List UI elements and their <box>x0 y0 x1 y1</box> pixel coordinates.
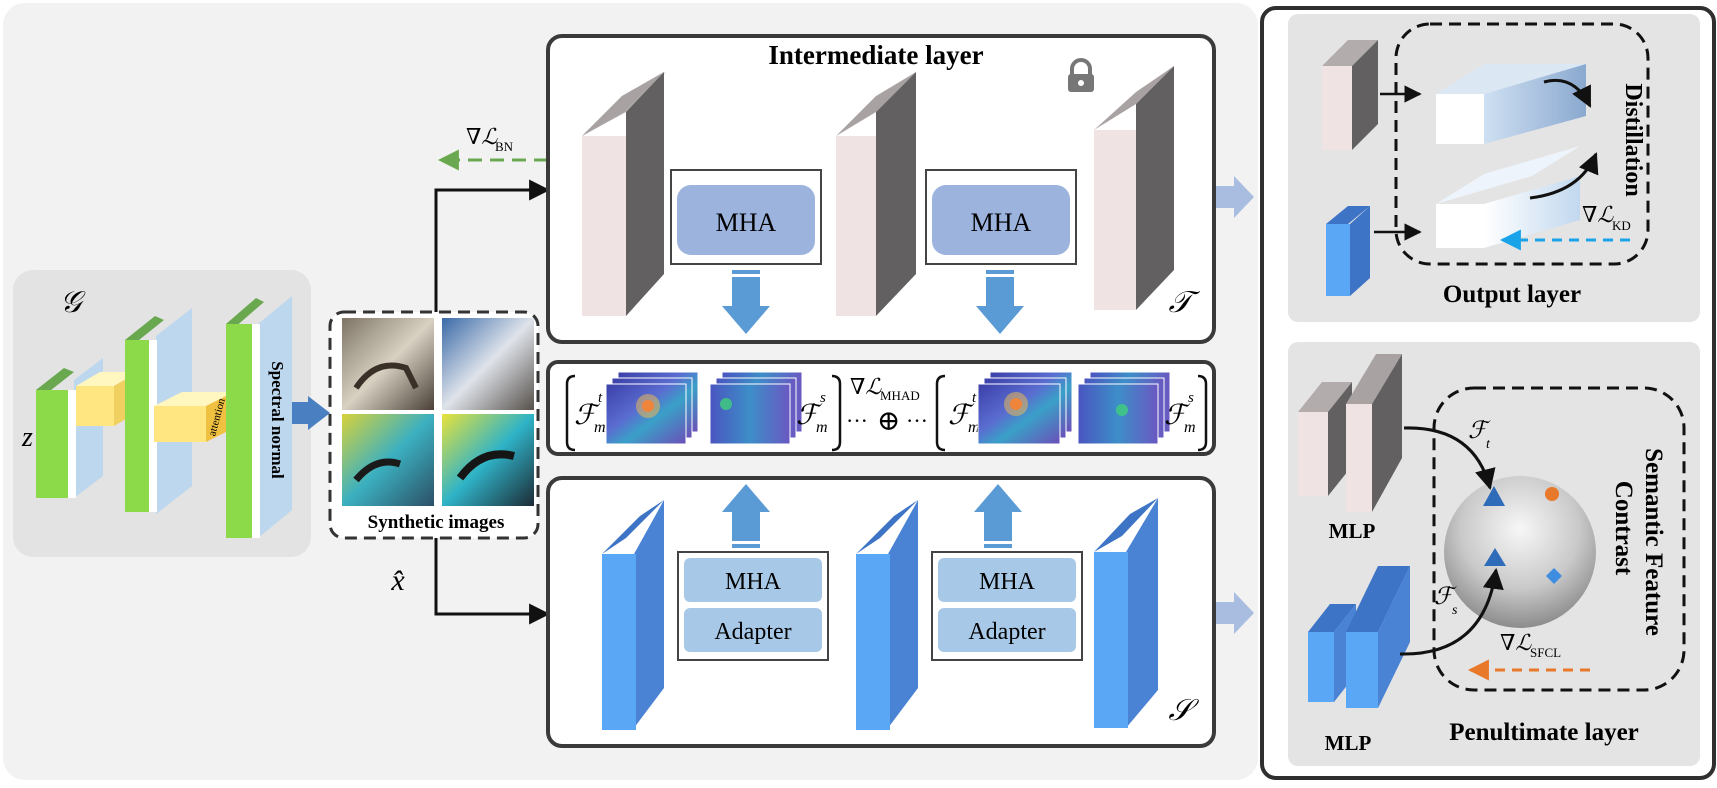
heatmap-stack-1 <box>605 371 699 445</box>
grad-bn-label: ∇ℒ <box>466 124 498 149</box>
lock-icon <box>1068 58 1094 92</box>
grad-sfcl-label: ∇ℒ <box>1500 630 1532 655</box>
feature-tm-2-sub: m <box>968 419 980 436</box>
teacher-mha-1-label: MHA <box>716 208 777 237</box>
heatmap-stack-3 <box>977 371 1073 445</box>
ft-sub: t <box>1486 437 1491 452</box>
teacher-mlp-label: MLP <box>1329 519 1376 543</box>
teacher-block-2 <box>836 72 916 316</box>
feature-sm-2-sup: s <box>1188 390 1194 406</box>
generator-panel: 𝒢 z attention <box>13 270 311 557</box>
teacher-block-3 <box>1094 66 1174 310</box>
grad-bn: ∇ℒ BN <box>437 124 548 171</box>
teacher-down-arrow-2 <box>976 270 1024 334</box>
teacher-feature-marker <box>1483 486 1505 506</box>
sfc-line2: Contrast <box>1610 481 1637 576</box>
teacher-block-1 <box>582 72 666 316</box>
teacher-mha-2: MHA <box>925 169 1077 265</box>
feature-tm-1-sup: t <box>598 390 603 406</box>
fs-symbol: ℱ <box>1434 584 1457 610</box>
teacher-down-arrow-1 <box>722 270 770 334</box>
orange-feature-marker <box>1545 487 1559 501</box>
diamond-feature-marker <box>1546 568 1562 584</box>
heatmap-stack-2 <box>709 371 803 445</box>
student-mlp-label: MLP <box>1325 731 1372 755</box>
grad-sfcl-sub: SFCL <box>1530 645 1561 660</box>
student-block-2 <box>856 500 918 730</box>
student-mha-1-label: MHA <box>725 569 782 595</box>
student-mha-2-label: MHA <box>979 569 1036 595</box>
intermediate-layer-title: Intermediate layer <box>768 40 983 70</box>
teacher-mha-1: MHA <box>670 169 822 265</box>
synthetic-images-label: Synthetic images <box>368 512 505 533</box>
dots-left: ··· <box>846 408 868 433</box>
penultimate-layer-title: Penultimate layer <box>1449 719 1639 746</box>
spectral-normal-label: Spectral normal <box>268 361 287 479</box>
x-hat-label: x̂ <box>390 564 405 597</box>
dots-right: ··· <box>906 408 928 433</box>
feature-sm-1-sup: s <box>820 390 826 406</box>
distillation-label: Distillation <box>1620 83 1646 196</box>
student-mlp-blocks <box>1308 566 1410 708</box>
penultimate-layer-panel: MLP MLP ℱ t ℱ s Semantic Feature <box>1288 342 1700 766</box>
feature-row: ℱ m t ℱ m s ··· ⊕ ··· ∇ℒ MHAD ℱ m t <box>546 360 1216 456</box>
teacher-to-output-arrow <box>1216 176 1254 218</box>
student-block-1 <box>602 500 664 730</box>
student-up-arrow-1 <box>722 484 770 548</box>
output-layer-panel: Distillation ∇ℒ KD Output layer <box>1288 14 1700 322</box>
grad-kd-label: ∇ℒ <box>1582 202 1614 227</box>
grad-mhad-sub: MHAD <box>880 388 920 403</box>
student-mha-adapter-1: MHA Adapter <box>677 551 829 661</box>
oplus-symbol: ⊕ <box>877 406 900 437</box>
feature-sphere <box>1444 476 1596 628</box>
arrow-to-teacher <box>434 179 551 312</box>
student-block-3 <box>1094 498 1158 728</box>
right-panel: Distillation ∇ℒ KD Output layer MLP <box>1260 6 1716 780</box>
grad-mhad-label: ∇ℒ <box>850 374 882 399</box>
output-layer-title: Output layer <box>1443 281 1581 308</box>
student-box: MHA Adapter MHA Adapter 𝒮 <box>546 476 1216 748</box>
fs-sub: s <box>1452 603 1458 618</box>
generator-layer-3: Spectral normal <box>226 296 292 538</box>
heatmap-stack-4 <box>1077 371 1171 445</box>
sfc-line1: Semantic Feature <box>1640 448 1667 636</box>
student-up-arrow-2 <box>974 484 1022 548</box>
student-mha-adapter-2: MHA Adapter <box>931 551 1083 661</box>
synthetic-image-2 <box>442 318 534 410</box>
feature-sm-1-sub: m <box>816 419 828 436</box>
z-label: z <box>21 422 33 453</box>
generator-to-synthetic-arrow <box>292 396 330 430</box>
student-adapter-2-label: Adapter <box>968 619 1045 645</box>
student-feature-marker <box>1484 548 1506 566</box>
teacher-box: Intermediate layer <box>546 34 1216 344</box>
arrow-to-student <box>434 538 551 625</box>
feature-tm-2-sup: t <box>972 390 977 406</box>
student-adapter-1-label: Adapter <box>714 619 791 645</box>
teacher-mlp-blocks <box>1298 354 1402 512</box>
grad-kd-sub: KD <box>1612 218 1631 233</box>
feature-tm-1-sub: m <box>594 419 606 436</box>
synthetic-images-box: Synthetic images <box>328 310 540 540</box>
ft-symbol: ℱ <box>1468 418 1491 444</box>
output-beam-teacher <box>1436 64 1586 144</box>
grad-bn-sub: BN <box>495 139 514 154</box>
feature-sm-2-sub: m <box>1184 419 1196 436</box>
teacher-mha-2-label: MHA <box>971 208 1032 237</box>
student-to-penultimate-arrow <box>1216 592 1254 634</box>
